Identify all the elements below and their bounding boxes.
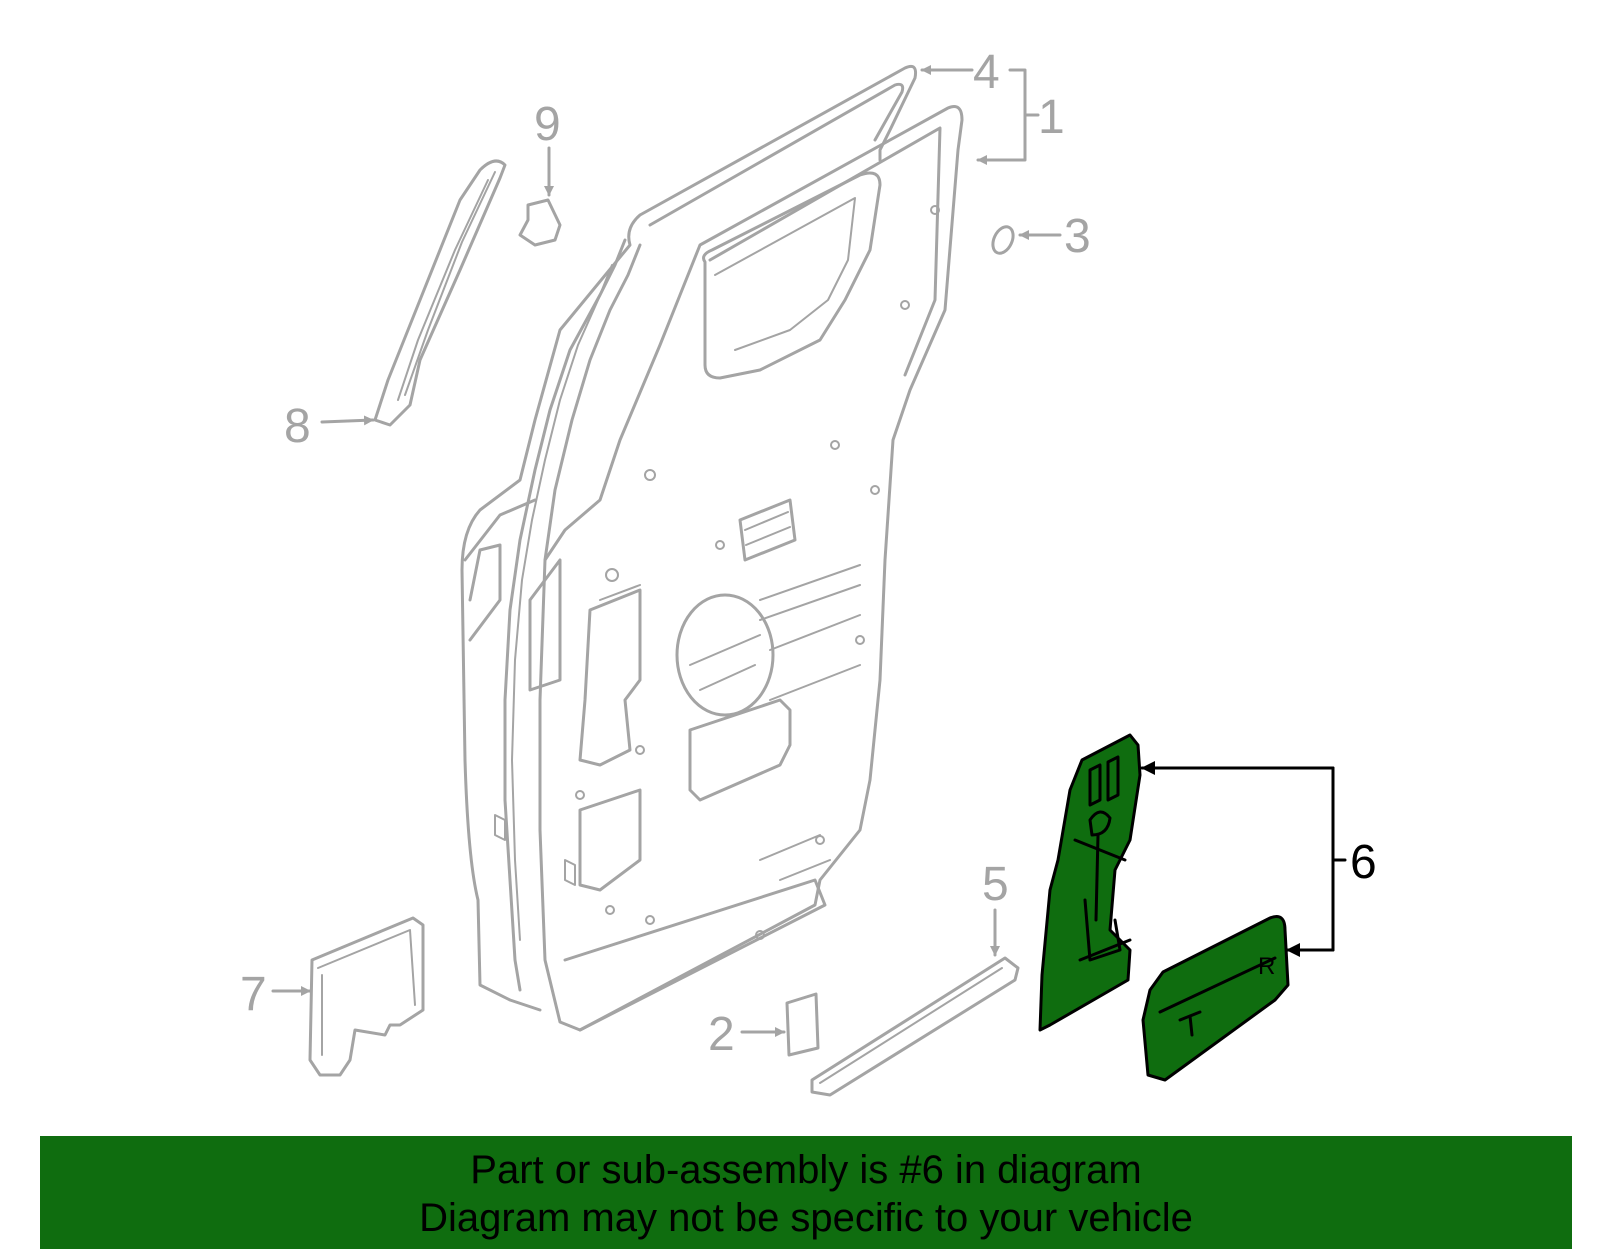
shield-part-6: R [1038, 733, 1290, 1082]
clip-part-3 [991, 225, 1015, 255]
window-channel-part-8 [373, 159, 507, 427]
callout-1: 1 [1038, 91, 1065, 144]
door-shell-part-1 [460, 64, 964, 1032]
shield-r-mark: R [1258, 953, 1275, 980]
info-banner: Part or sub-assembly is #6 in diagram Di… [40, 1136, 1572, 1249]
callout-labels: 4 1 3 9 8 7 2 5 6 [240, 46, 1377, 1061]
callout-3: 3 [1064, 210, 1091, 263]
sill-molding-part-5 [810, 956, 1020, 1097]
callout-2: 2 [708, 1008, 735, 1061]
pad-part-7 [308, 916, 425, 1077]
callout-6: 6 [1350, 836, 1377, 889]
bracket-part-9 [518, 198, 562, 247]
banner-line-2: Diagram may not be specific to your vehi… [419, 1196, 1193, 1240]
pad-part-2 [785, 992, 820, 1057]
callout-5: 5 [982, 858, 1009, 911]
callout-7: 7 [240, 968, 267, 1021]
callout-4: 4 [973, 46, 1000, 99]
banner-line-1: Part or sub-assembly is #6 in diagram [470, 1148, 1142, 1192]
callout-8: 8 [284, 400, 311, 453]
callout-9: 9 [534, 98, 561, 151]
leader-lines [271, 65, 1347, 1037]
